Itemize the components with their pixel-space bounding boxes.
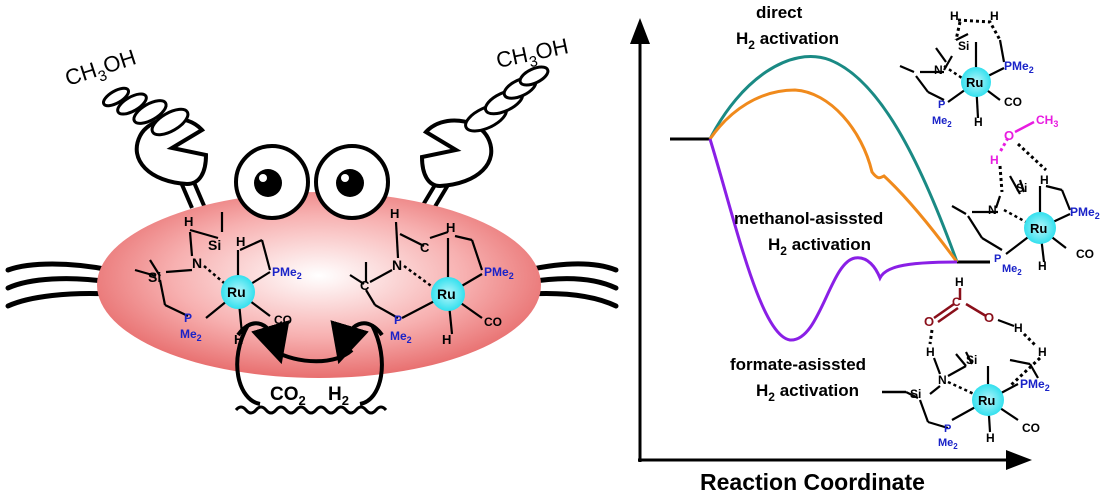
methanol-activation-curve	[708, 88, 959, 263]
svg-text:H: H	[442, 332, 451, 347]
svg-text:H: H	[990, 153, 999, 167]
svg-text:P: P	[184, 311, 192, 325]
svg-text:Si: Si	[148, 269, 161, 285]
svg-text:PMe2: PMe2	[1020, 377, 1050, 393]
svg-text:O: O	[924, 314, 934, 329]
svg-text:PMe2: PMe2	[1070, 205, 1100, 221]
svg-text:N: N	[392, 257, 402, 273]
svg-text:H: H	[184, 214, 193, 229]
x-axis-label: Reaction Coordinate	[700, 469, 925, 495]
svg-text:Si: Si	[208, 237, 221, 253]
methanol-label-line1: methanol-asissted	[734, 209, 883, 228]
energy-diagram: Reaction Coordinate direct H2 activation…	[630, 3, 1032, 495]
h2-label: H2	[328, 384, 349, 408]
svg-text:CO: CO	[1004, 95, 1022, 109]
left-bubbles	[102, 86, 190, 137]
svg-text:C: C	[360, 278, 370, 293]
right-bubbles	[464, 65, 550, 133]
catalytic-cycle-arrows	[235, 320, 384, 406]
svg-text:Me2: Me2	[1002, 263, 1022, 277]
svg-text:H: H	[1014, 321, 1023, 335]
svg-text:H: H	[1038, 345, 1047, 359]
left-ru-complex: Ru Si Si N H H H PMe2 P Me2 CO	[134, 212, 302, 347]
right-claw	[419, 118, 494, 189]
svg-text:Me2: Me2	[180, 327, 202, 343]
svg-text:Me2: Me2	[390, 329, 412, 345]
svg-text:PMe2: PMe2	[1004, 59, 1034, 75]
direct-label-line2: H2 activation	[736, 29, 839, 52]
svg-text:Si: Si	[1016, 181, 1027, 195]
svg-text:O: O	[1004, 128, 1014, 143]
formate-ts-structure: H C O O H Ru Si Si N	[905, 275, 1050, 451]
svg-text:C: C	[952, 295, 961, 309]
svg-text:H: H	[1038, 259, 1047, 273]
crab-eyes	[234, 144, 390, 220]
methanol-label-line2: H2 activation	[768, 235, 871, 258]
svg-text:Me2: Me2	[938, 437, 958, 451]
svg-text:Ru: Ru	[1030, 221, 1047, 236]
svg-text:Me2: Me2	[932, 115, 952, 129]
x-axis-arrowhead	[1006, 450, 1032, 470]
svg-text:H: H	[446, 220, 455, 235]
svg-text:P: P	[938, 99, 945, 111]
svg-text:Si: Si	[958, 39, 969, 53]
svg-text:H: H	[234, 332, 243, 347]
svg-text:H: H	[955, 275, 964, 289]
svg-text:O: O	[984, 310, 994, 325]
svg-text:H: H	[986, 431, 995, 445]
svg-text:H: H	[974, 115, 983, 129]
direct-ts-structure: Ru Si N H H H PMe2 P Me2 CO	[899, 9, 1034, 129]
svg-text:H: H	[950, 9, 959, 23]
svg-text:Ru: Ru	[978, 393, 995, 408]
svg-text:H: H	[236, 234, 245, 249]
svg-text:Si: Si	[910, 387, 921, 401]
direct-label-line1: direct	[756, 3, 803, 22]
svg-text:Ru: Ru	[227, 284, 246, 300]
svg-text:P: P	[394, 313, 402, 327]
methanol-label-right: CH3OH	[494, 33, 572, 78]
svg-text:N: N	[934, 63, 943, 77]
svg-text:P: P	[944, 423, 951, 435]
formate-activation-curve	[708, 138, 958, 342]
crab-legs-right	[525, 261, 619, 309]
right-ru-complex: Ru C C N H H H PMe2 P Me2 CO	[349, 206, 514, 347]
svg-text:N: N	[988, 203, 997, 217]
svg-text:H: H	[390, 206, 399, 221]
svg-text:C: C	[420, 240, 430, 255]
svg-text:Si: Si	[966, 353, 977, 367]
wavy-surface	[234, 405, 388, 415]
svg-text:CO: CO	[1076, 247, 1094, 261]
svg-text:P: P	[994, 253, 1001, 265]
methanol-label-left: CH3OH	[62, 44, 141, 95]
svg-text:PMe2: PMe2	[272, 265, 302, 281]
svg-text:PMe2: PMe2	[484, 265, 514, 281]
svg-text:Ru: Ru	[437, 286, 456, 302]
co2-label: CO2	[270, 384, 306, 408]
svg-text:H: H	[990, 9, 999, 23]
svg-text:N: N	[192, 255, 202, 271]
svg-text:Ru: Ru	[966, 75, 983, 90]
svg-text:CO: CO	[484, 315, 502, 329]
formate-label-line2: H2 activation	[756, 381, 859, 404]
svg-text:CO: CO	[274, 313, 292, 327]
svg-text:H: H	[1040, 173, 1049, 187]
crab-cartoon: CH3OH CH3OH CO2 H2	[5, 33, 619, 415]
direct-activation-curve	[708, 55, 959, 263]
svg-text:CO: CO	[1022, 421, 1040, 435]
y-axis-arrowhead	[630, 18, 650, 44]
svg-text:N: N	[938, 373, 947, 387]
svg-text:H: H	[926, 345, 935, 359]
crab-legs-left	[5, 261, 113, 309]
formate-label-line1: formate-asissted	[730, 355, 866, 374]
crab-body	[97, 192, 541, 378]
svg-text:CH3: CH3	[1036, 113, 1058, 129]
methanol-ts-structure: O CH3 H Ru Si N H H PMe2 P Me2 CO	[951, 113, 1100, 277]
